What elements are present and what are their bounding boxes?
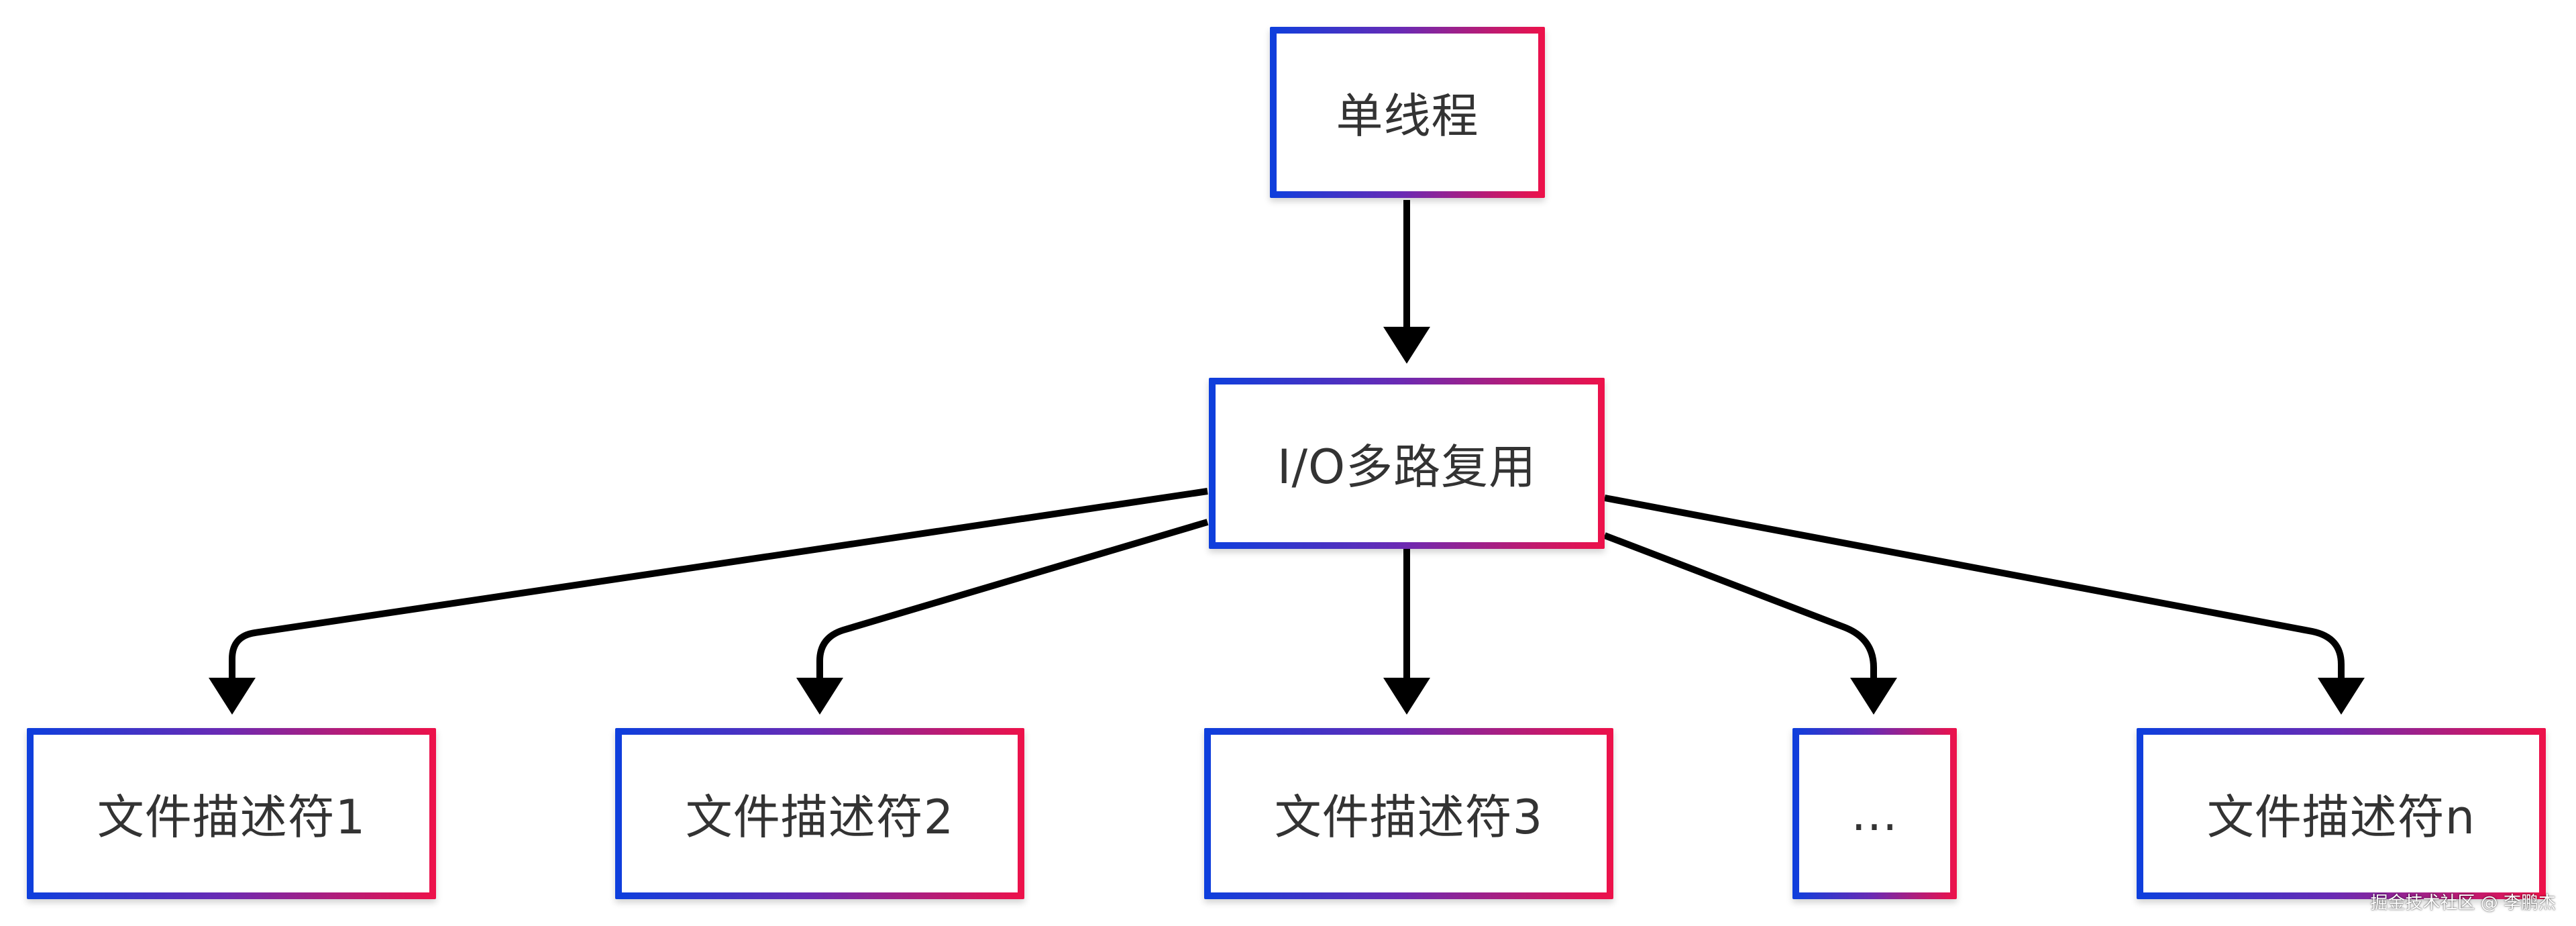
edge-single-thread-to-io (1383, 200, 1430, 364)
node-io-multiplexing-label: I/O多路复用 (1277, 440, 1537, 495)
node-fd-3: 文件描述符3 (1204, 728, 1613, 899)
edge-io-to-fd-3 (1383, 549, 1430, 715)
node-fd-1: 文件描述符1 (27, 728, 436, 899)
node-fd-n: 文件描述符n (2137, 728, 2546, 899)
node-fd-ellipsis: ... (1792, 728, 1957, 899)
edge-io-to-fd-1 (209, 488, 1208, 715)
node-fd-2: 文件描述符2 (615, 728, 1024, 899)
edge-io-to-fd-n (1604, 495, 2365, 715)
node-fd-3-label: 文件描述符3 (1274, 790, 1544, 845)
edge-io-to-fd-2 (796, 519, 1209, 715)
node-fd-1-label: 文件描述符1 (97, 790, 366, 845)
node-single-thread-label: 单线程 (1336, 89, 1479, 144)
node-single-thread: 单线程 (1270, 27, 1545, 198)
edge-io-to-fd-ellipsis (1603, 532, 1897, 715)
node-fd-n-label: 文件描述符n (2206, 790, 2476, 845)
node-fd-2-label: 文件描述符2 (685, 790, 955, 845)
watermark: 掘金技术社区 @ 李鹏杰 (2370, 893, 2556, 913)
node-io-multiplexing: I/O多路复用 (1209, 378, 1605, 549)
node-fd-ellipsis-label: ... (1851, 786, 1898, 841)
